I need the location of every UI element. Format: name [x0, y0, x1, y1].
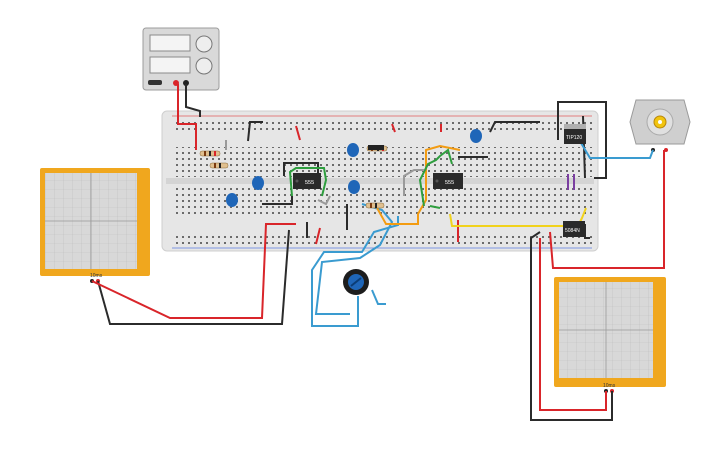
capacitor-1[interactable]	[226, 193, 238, 207]
breadboard	[161, 110, 599, 252]
resistor-4[interactable]	[365, 202, 385, 209]
oscilloscope-1[interactable]	[40, 168, 150, 283]
wires-orange[interactable]	[375, 144, 461, 225]
transistor-tip120[interactable]	[564, 124, 586, 144]
wires-green[interactable]	[288, 148, 453, 209]
transistor-label: TIP120	[566, 135, 582, 141]
potentiometer[interactable]	[343, 269, 369, 295]
timer-chip-2-label: 555	[445, 180, 454, 186]
capacitor-2[interactable]	[252, 176, 264, 190]
driver-chip[interactable]	[563, 221, 585, 237]
capacitor-4[interactable]	[348, 180, 360, 194]
oscilloscope-2[interactable]	[554, 277, 666, 393]
timer-chip-1[interactable]	[293, 173, 321, 189]
wires-red[interactable]	[91, 84, 665, 411]
power-supply[interactable]	[142, 27, 220, 91]
resistor-1[interactable]	[199, 150, 221, 157]
scope2-time-label: 10ms	[603, 383, 616, 389]
capacitor-3[interactable]	[347, 143, 359, 157]
wires-purple[interactable]	[567, 174, 575, 190]
diode[interactable]	[368, 145, 384, 150]
wires-blue[interactable]	[311, 137, 654, 327]
dc-motor[interactable]	[629, 99, 691, 152]
capacitor-5[interactable]	[470, 129, 482, 143]
timer-chip-2[interactable]	[433, 173, 463, 189]
timer-chip-1-label: 555	[305, 180, 314, 186]
wires-grey[interactable]	[225, 140, 424, 206]
resistor-2[interactable]	[209, 162, 229, 169]
driver-chip-label: 5084N	[565, 228, 580, 234]
scope1-time-label: 10ms	[90, 273, 103, 279]
